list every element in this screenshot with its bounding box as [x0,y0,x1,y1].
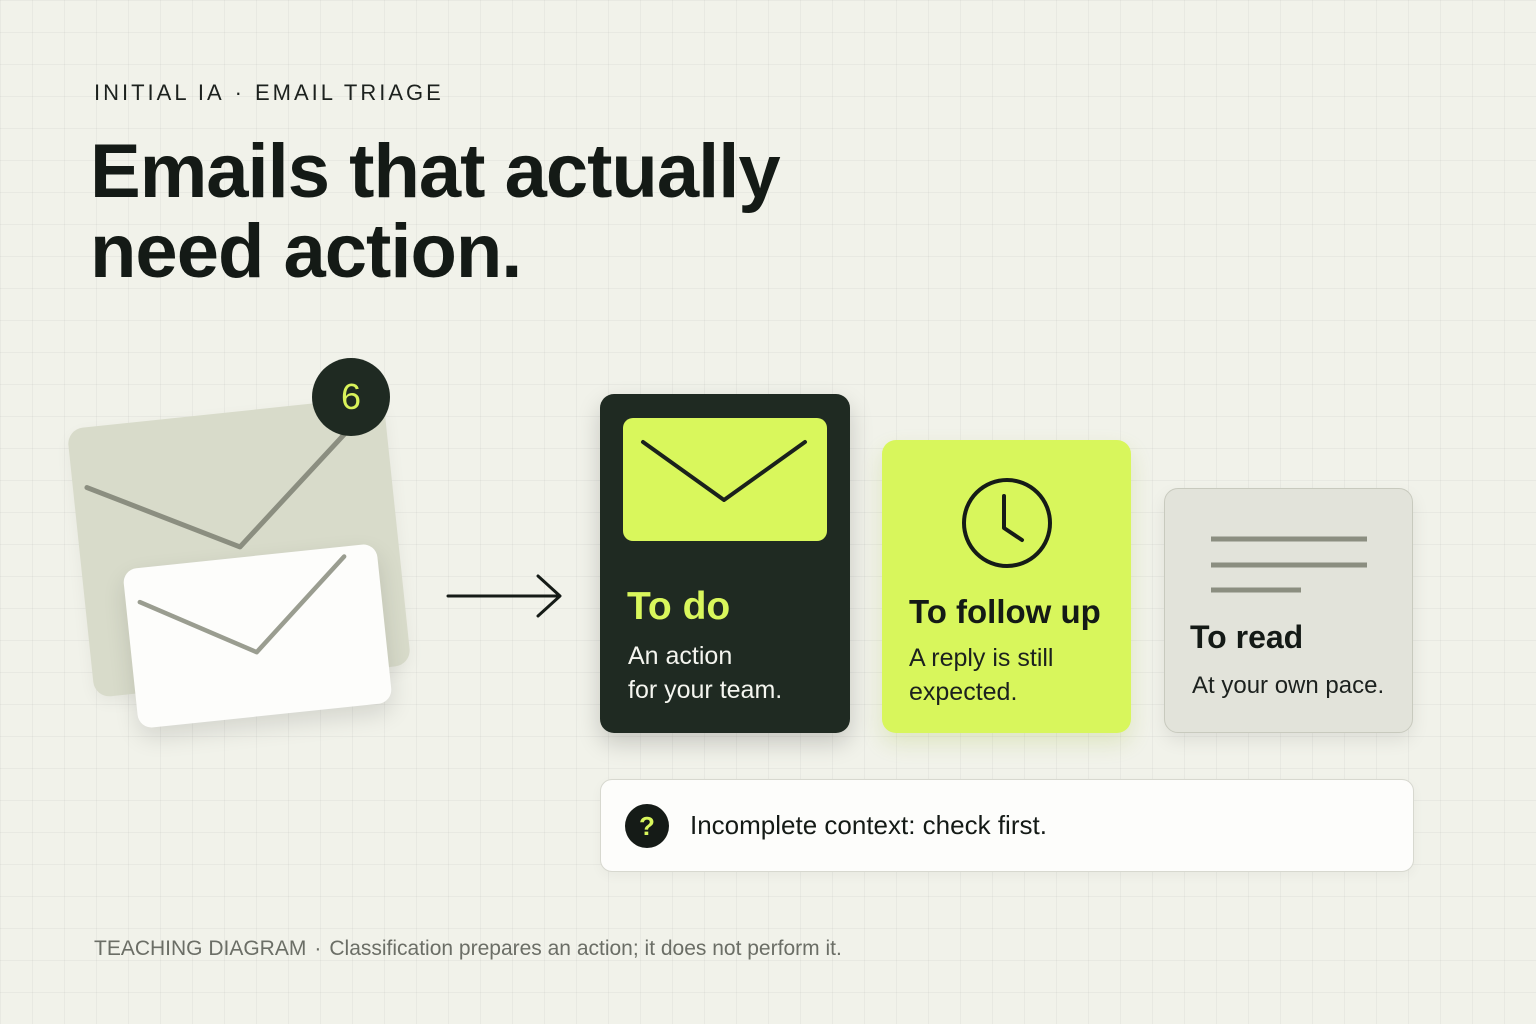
card-description: A reply is still expected. [909,641,1053,709]
inbox-envelope-front [122,543,393,729]
inbox-envelope-back [66,396,412,698]
card-description-line-1: An action [628,642,733,670]
text-lines-icon [1211,536,1367,593]
clock-icon [962,478,1052,568]
footer-caption: TEACHING DIAGRAM · Classification prepares… [94,937,842,961]
envelope-icon [641,440,807,502]
card-description-line-2: for your team. [628,676,783,704]
card-title: To read [1190,619,1304,655]
envelope-icon [137,554,347,655]
card-description-line-1: A reply is still [909,644,1054,672]
envelope-icon-box [623,418,827,541]
category-card-to-do[interactable]: To do An action for your team. [600,394,850,733]
eyebrow-right: EMAIL TRIAGE [254,80,444,105]
category-card-to-follow-up[interactable]: To follow up A reply is still expected. [882,440,1131,733]
incomplete-context-notice: ? Incomplete context: check first. [600,779,1414,872]
card-title: To do [627,585,731,628]
headline-line-2: need action. [90,209,522,294]
footer-label: TEACHING DIAGRAM [94,937,307,960]
arrow-right-icon [446,574,562,618]
notice-text: Incomplete context: check first. [690,810,1047,840]
eyebrow-separator: · [234,80,245,105]
card-description-line-2: expected. [909,678,1018,706]
unread-count-badge: 6 [312,358,390,436]
footer-note: Classification prepares an action; it do… [329,937,842,960]
card-description: At your own pace. [1192,672,1385,699]
eyebrow: INITIAL IA · EMAIL TRIAGE [94,80,444,106]
eyebrow-left: INITIAL IA [94,80,225,105]
headline: Emails that actually need action. [90,132,890,292]
card-title: To follow up [909,593,1101,630]
card-description: An action for your team. [628,639,782,707]
headline-line-1: Emails that actually [90,129,781,214]
category-card-to-read[interactable]: To read At your own pace. [1164,488,1413,733]
question-icon: ? [625,804,669,848]
footer-separator: · [314,937,322,960]
envelope-icon [84,427,351,550]
